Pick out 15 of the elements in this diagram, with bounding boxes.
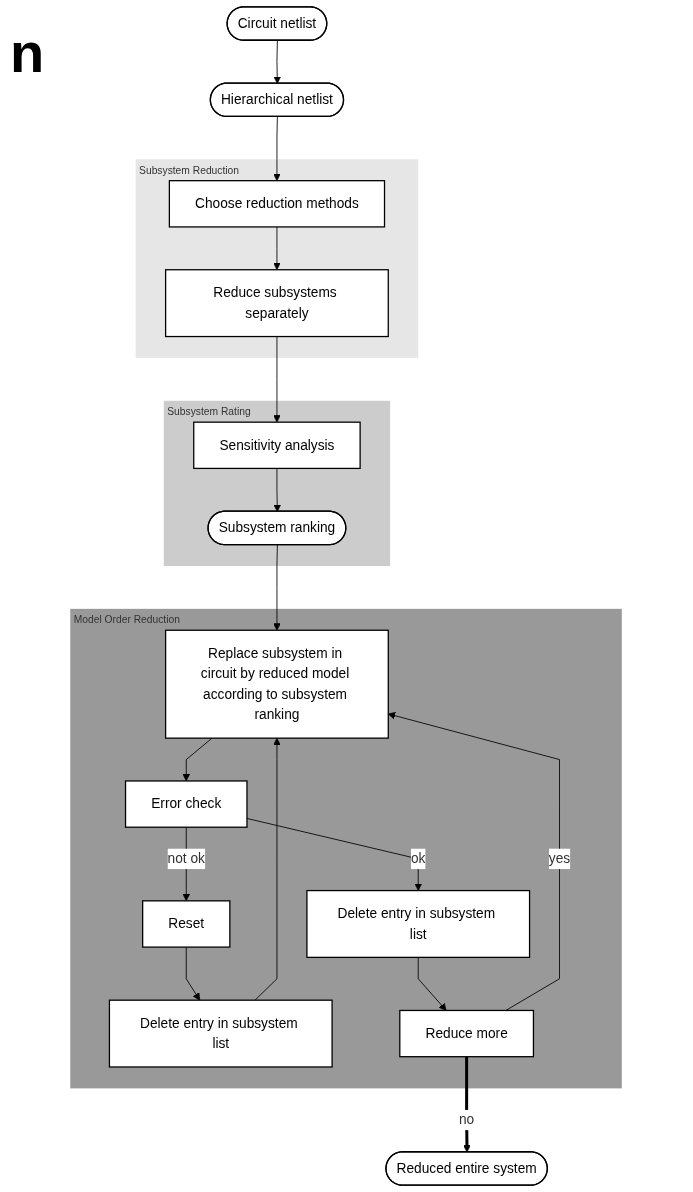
edge-label: yes (549, 851, 571, 866)
edge-label: no (459, 1112, 475, 1127)
heading-text: n (10, 20, 45, 85)
arrow (463, 1056, 472, 1153)
node-box: Error check (125, 780, 249, 828)
edge-label: not ok (168, 851, 206, 866)
node-box: Reset (142, 900, 231, 948)
node-box: Sensitivity analysis (193, 421, 362, 470)
edge-label: ok (411, 851, 426, 866)
node-box: Reduce more (399, 1009, 535, 1058)
node-box: Delete entry in subsystem list (109, 999, 334, 1068)
node-box: Delete entry in subsystem list (306, 889, 531, 958)
node-box: Reduce subsystems separately (165, 269, 390, 338)
node-box: Choose reduction methods (169, 180, 386, 228)
node-box: Replace subsystem in circuit by reduced model according to subsystem ranking (165, 629, 390, 739)
